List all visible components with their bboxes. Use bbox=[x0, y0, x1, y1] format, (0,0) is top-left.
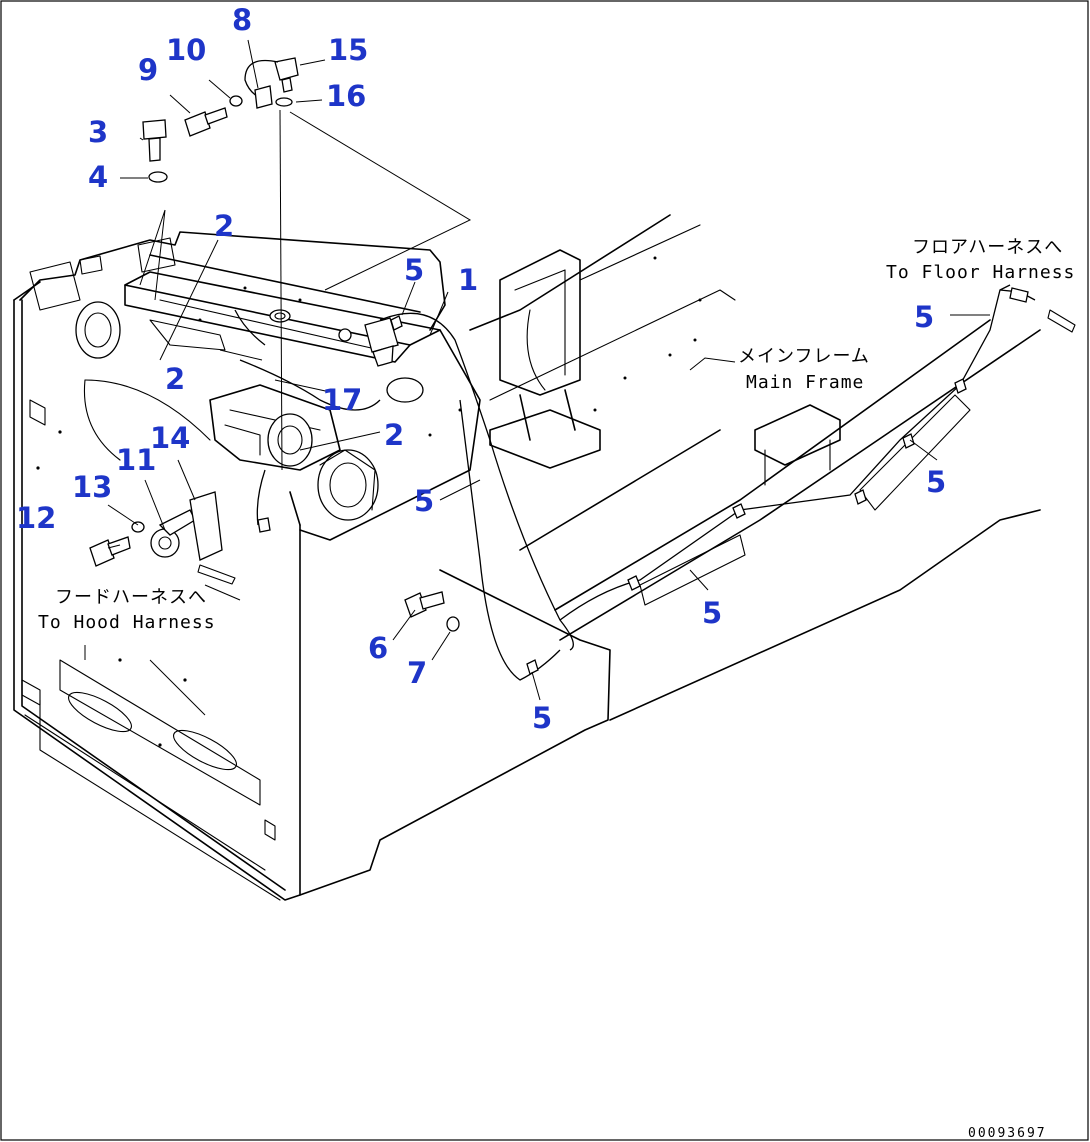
callout-5-mid: 5 bbox=[414, 484, 434, 518]
radiator-guard bbox=[13, 281, 481, 901]
callout-14: 14 bbox=[150, 421, 190, 455]
callout-9: 9 bbox=[138, 53, 158, 87]
wiring-harness bbox=[197, 284, 1076, 681]
callout-7: 7 bbox=[407, 656, 427, 690]
callout-2-top: 2 bbox=[214, 209, 234, 243]
callout-5-right: 5 bbox=[926, 465, 946, 499]
header-assembly bbox=[19, 231, 462, 521]
note-floor-harness-jp: フロアハーネスへ bbox=[912, 237, 1063, 258]
callout-5-bottom: 5 bbox=[532, 701, 552, 735]
callout-2-left: 2 bbox=[165, 362, 185, 396]
callout-11: 11 bbox=[116, 443, 156, 477]
notes: フロアハーネスへ To Floor Harness メインフレーム Main F… bbox=[38, 237, 1075, 1141]
callout-10: 10 bbox=[166, 33, 206, 67]
callout-13: 13 bbox=[72, 470, 112, 504]
callout-5-floor: 5 bbox=[914, 300, 934, 334]
callout-17: 17 bbox=[322, 383, 362, 417]
callouts: 1 2 2 2 3 4 5 5 5 5 5 5 6 7 8 9 10 11 12… bbox=[16, 3, 946, 735]
callout-15: 15 bbox=[328, 33, 368, 67]
callout-1: 1 bbox=[458, 263, 478, 297]
callout-4: 4 bbox=[88, 160, 108, 194]
note-hood-harness-jp: フードハーネスへ bbox=[55, 587, 207, 608]
callout-5-lower: 5 bbox=[702, 596, 722, 630]
loose-parts bbox=[89, 57, 460, 632]
drawing-number: 00093697 bbox=[968, 1126, 1047, 1141]
callout-12: 12 bbox=[16, 501, 56, 535]
callout-8: 8 bbox=[232, 3, 252, 37]
callout-6: 6 bbox=[368, 631, 388, 665]
callout-3: 3 bbox=[88, 115, 108, 149]
note-floor-harness-en: To Floor Harness bbox=[886, 262, 1075, 283]
main-frame bbox=[299, 214, 1041, 896]
note-hood-harness-en: To Hood Harness bbox=[38, 612, 216, 633]
note-main-frame-en: Main Frame bbox=[746, 372, 864, 393]
note-main-frame-jp: メインフレーム bbox=[738, 346, 870, 367]
callout-5-top: 5 bbox=[404, 253, 424, 287]
callout-16: 16 bbox=[326, 79, 366, 113]
callout-2-right: 2 bbox=[384, 418, 404, 452]
leader-lines bbox=[84, 39, 990, 716]
